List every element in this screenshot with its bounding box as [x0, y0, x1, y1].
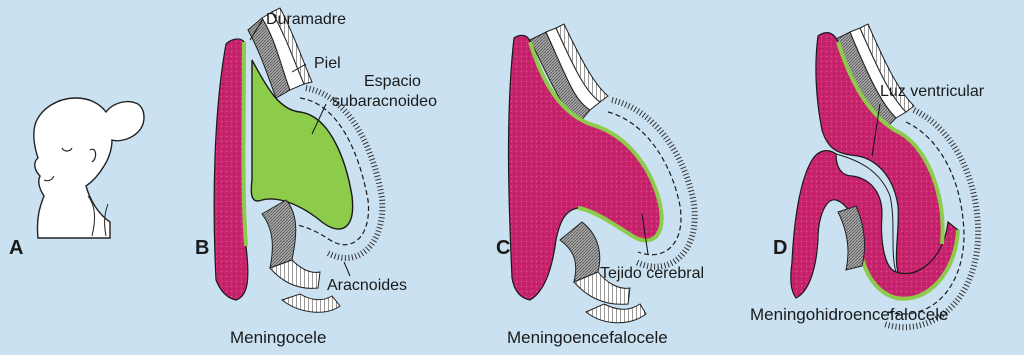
panel-c-letter: C — [496, 237, 510, 259]
label-espacio-line1: Espacio — [364, 73, 421, 90]
panel-d-letter: D — [773, 237, 787, 259]
label-duramadre: Duramadre — [266, 11, 346, 28]
panel-b: Duramadre Piel Espacio subaracnoideo Ara… — [195, 8, 437, 347]
label-piel: Piel — [314, 55, 341, 72]
label-aracnoides: Aracnoides — [327, 277, 407, 294]
infant-head-icon — [34, 98, 144, 238]
panel-a: A — [9, 98, 144, 259]
panel-c: Tejido cerebral C Meningoencefalocele — [496, 24, 704, 347]
caption-meningohidroencefalocele: Meningohidroencefalocele — [750, 305, 948, 324]
caption-meningocele: Meningocele — [230, 328, 326, 347]
label-luz-ventricular: Luz ventricular — [880, 83, 985, 100]
label-espacio-line2: subaracnoideo — [332, 93, 437, 110]
panel-b-letter: B — [195, 237, 209, 259]
panel-d: Luz ventricular D Meningohidroencefaloce… — [750, 24, 985, 327]
panel-a-letter: A — [9, 237, 23, 259]
caption-meningoencefalocele: Meningoencefalocele — [507, 328, 668, 347]
label-tejido-cerebral: Tejido cerebral — [600, 265, 704, 282]
